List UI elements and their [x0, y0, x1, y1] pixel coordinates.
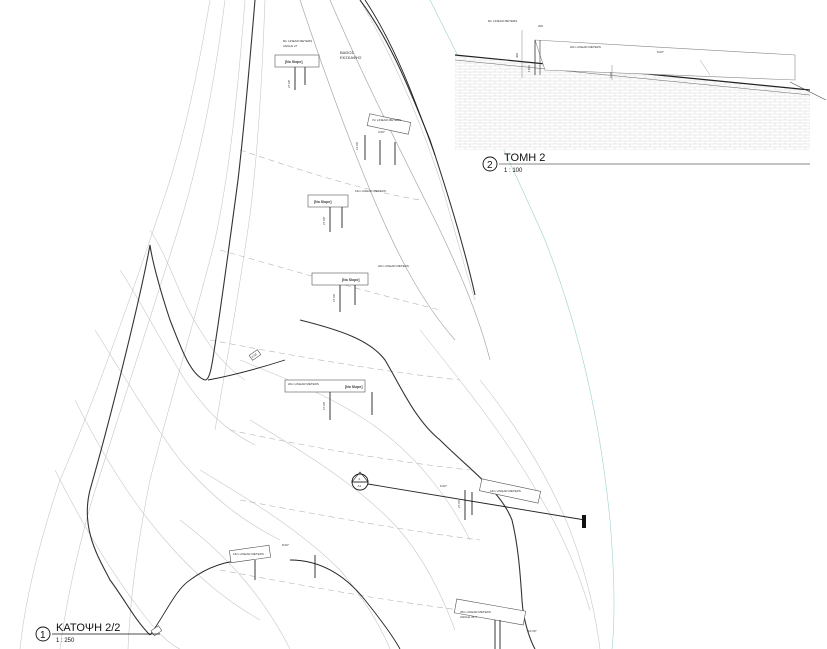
plan-view-title-block: 1 ΚΑΤΟΨΗ 2/2 1 : 250 — [35, 622, 160, 644]
height-label: 27.00' — [457, 499, 461, 508]
svg-text:2: 2 — [359, 477, 361, 481]
linear-meters-label: 16m LINEAR METERS — [355, 189, 386, 193]
no-slope-label: [No Slope] — [345, 385, 363, 389]
linear-meters-label: 20m LINEAR METERS — [288, 382, 319, 386]
svg-text:20m LINEAR METERS: 20m LINEAR METERS — [570, 45, 601, 49]
svg-text:2: 2 — [487, 160, 493, 171]
site-boundary — [86, 0, 536, 649]
terrace-1: [No Slope] 8m LINEAR METERS ANGLE 27 ΒΑΘ… — [274, 39, 362, 90]
no-slope-label: [No Slope] — [285, 60, 303, 64]
terrace-3: [No Slope] 16m LINEAR METERS 27.00' — [307, 189, 386, 232]
angle-label: ANGLE 35.4 — [460, 615, 477, 619]
contour-lines — [19, 0, 601, 649]
section-view: 8m LINEAR METERS 200 20m LINEAR METERS 8… — [454, 19, 827, 150]
no-slope-label: [No Slope] — [314, 200, 332, 204]
slope-label: 6.00° — [440, 484, 448, 488]
section-view-title: ΤΟΜΗ 2 — [504, 152, 545, 164]
svg-text:4.00: 4.00 — [251, 352, 258, 359]
svg-text:1400: 1400 — [527, 65, 531, 72]
excavation-label-2: ΕΚΣΚΑΦΗΣ — [340, 55, 362, 60]
section-slope-label: 8.00° — [657, 50, 665, 54]
linear-meters-label: 16m LINEAR METERS — [490, 489, 521, 493]
linear-meters-label: 16m LINEAR METERS — [233, 552, 264, 556]
terrace-5: [No Slope] 20m LINEAR METERS 27.00' — [284, 379, 373, 420]
height-label: 27.00' — [322, 401, 326, 410]
linear-meters-label: 7m LINEAR METERS — [372, 118, 401, 122]
section-cut-line — [367, 483, 586, 528]
terrace-2: 7m LINEAR METERS 3.00° 14.00' — [355, 113, 412, 165]
linear-meters-label: 20m LINEAR METERS — [378, 264, 409, 268]
height-label: 27.00' — [322, 216, 326, 225]
svg-text:200: 200 — [538, 24, 543, 28]
dimension-marker: 4.00 — [150, 349, 262, 637]
slope-label: 10.00° — [528, 629, 538, 633]
height-label-2: 14.00' — [355, 141, 359, 150]
svg-text:6.00: 6.00 — [609, 72, 613, 78]
slope-label: 3.00° — [378, 130, 386, 134]
section-callout: 8m LINEAR METERS — [488, 19, 517, 23]
plan-view-scale: 1 : 250 — [56, 638, 75, 644]
svg-text:1: 1 — [40, 630, 46, 641]
terrace-6: 16m LINEAR METERS 6.00° 27.00' — [440, 478, 541, 520]
section-view-scale: 1 : 100 — [504, 168, 523, 174]
angle-label: ANGLE 27 — [283, 44, 298, 48]
linear-meters-label: 35m LINEAR METERS — [460, 610, 491, 614]
excavation-label-1: ΒΑΘΟΣ — [340, 50, 354, 55]
linear-meters-label: 8m LINEAR METERS — [283, 39, 312, 43]
height-label: 27.00' — [287, 79, 291, 88]
terrace-4: [No Slope] 20m LINEAR METERS 27.00' — [311, 264, 409, 312]
height-label: 27.00' — [332, 293, 336, 302]
slope-label: 8.00° — [282, 543, 290, 547]
plan-view-title: ΚΑΤΟΨΗ 2/2 — [56, 622, 120, 634]
terrace-8: 35m LINEAR METERS ANGLE 35.4 10.00° — [453, 598, 538, 649]
svg-text:A1: A1 — [358, 484, 362, 488]
svg-text:400: 400 — [515, 53, 519, 58]
no-slope-label: [No Slope] — [342, 278, 360, 282]
section-marker: 2 A1 — [351, 471, 369, 491]
terrace-7: 16m LINEAR METERS 8.00° — [229, 543, 316, 580]
section-view-title-block: 2 ΤΟΜΗ 2 1 : 100 — [482, 152, 810, 174]
